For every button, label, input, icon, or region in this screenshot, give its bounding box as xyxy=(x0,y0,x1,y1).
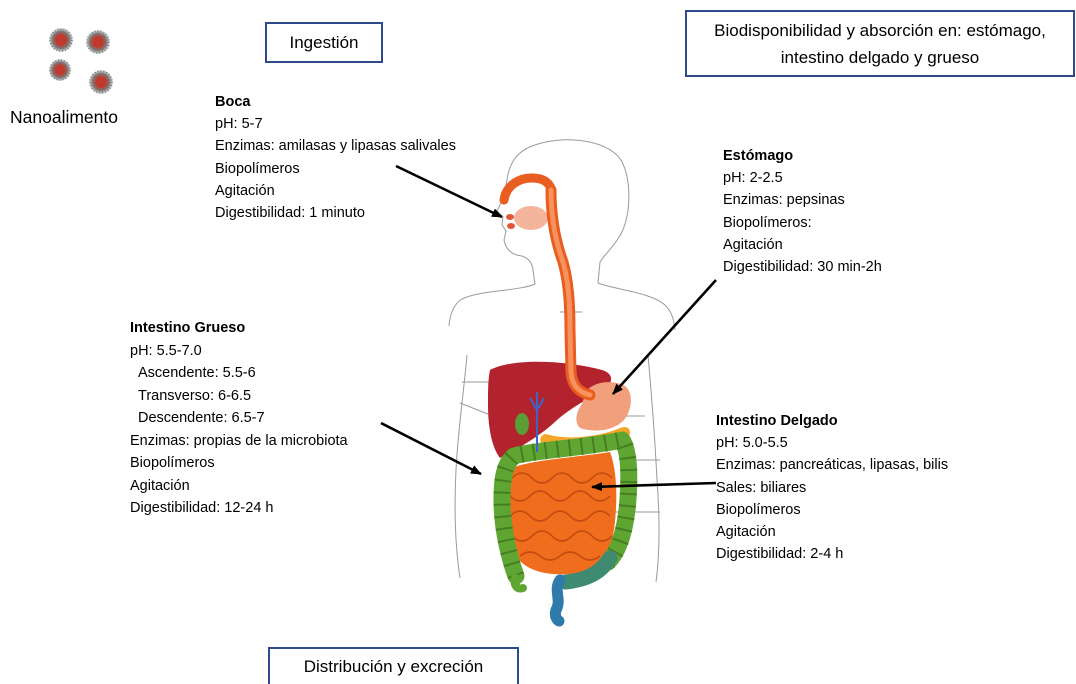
estomago-info: Estómago pH: 2-2.5 Enzimas: pepsinas Bio… xyxy=(723,145,882,278)
intestino-grueso-info: Intestino Grueso pH: 5.5-7.0 Ascendente:… xyxy=(130,317,348,520)
face-profile xyxy=(449,146,535,326)
intestino-delgado-line: Enzimas: pancreáticas, lipasas, bilis xyxy=(716,454,948,476)
intestino-grueso-line: Biopolímeros xyxy=(130,452,348,475)
estomago-line: Biopolímeros: xyxy=(723,212,882,234)
arrow-estomago xyxy=(613,280,716,394)
rectum xyxy=(555,580,560,621)
absorption-box: Biodisponibilidad y absorción en: estóma… xyxy=(685,10,1075,77)
absorption-box-line: Biodisponibilidad y absorción en: estóma… xyxy=(687,17,1073,44)
distribution-box-label: Distribución y excreción xyxy=(304,657,484,676)
intestino-grueso-line: Transverso: 6-6.5 xyxy=(130,385,348,408)
gallbladder xyxy=(515,413,529,435)
estomago-line: Enzimas: pepsinas xyxy=(723,189,882,211)
intestino-grueso-line: Agitación xyxy=(130,475,348,498)
boca-title: Boca xyxy=(215,91,456,113)
nanoparticle xyxy=(86,30,110,54)
intestino-delgado-line: Agitación xyxy=(716,521,948,543)
oral-cavity xyxy=(514,206,548,230)
intestino-grueso-title: Intestino Grueso xyxy=(130,317,348,340)
boca-line: pH: 5-7 xyxy=(215,113,456,135)
arrow-intestino-grueso xyxy=(381,423,481,474)
intestino-delgado-line: Biopolímeros xyxy=(716,499,948,521)
estomago-title: Estómago xyxy=(723,145,882,167)
intestino-grueso-line: Ascendente: 5.5-6 xyxy=(130,362,348,385)
nanoparticle xyxy=(49,28,73,52)
boca-line: Enzimas: amilasas y lipasas salivales xyxy=(215,135,456,157)
estomago-line: pH: 2-2.5 xyxy=(723,167,882,189)
boca-line: Digestibilidad: 1 minuto xyxy=(215,202,456,224)
boca-line: Biopolímeros xyxy=(215,158,456,180)
boca-line: Agitación xyxy=(215,180,456,202)
intestino-grueso-line: Descendente: 6.5-7 xyxy=(130,407,348,430)
boca-info: Boca pH: 5-7 Enzimas: amilasas y lipasas… xyxy=(215,91,456,224)
intestino-delgado-line: pH: 5.0-5.5 xyxy=(716,432,948,454)
intestino-delgado-line: Sales: biliares xyxy=(716,477,948,499)
nanoparticle-cluster xyxy=(49,28,113,94)
ingestion-box: Ingestión xyxy=(265,22,383,63)
estomago-line: Digestibilidad: 30 min-2h xyxy=(723,256,882,278)
intestino-delgado-info: Intestino Delgado pH: 5.0-5.5 Enzimas: p… xyxy=(716,410,948,565)
intestino-delgado-line: Digestibilidad: 2-4 h xyxy=(716,543,948,565)
distribution-box: Distribución y excreción xyxy=(268,647,519,684)
intestino-grueso-line: pH: 5.5-7.0 xyxy=(130,340,348,363)
small-intestine-body xyxy=(508,452,616,574)
nasal-cavity xyxy=(504,178,552,200)
lower-lip xyxy=(507,223,515,229)
nanoparticle xyxy=(49,59,71,81)
nanoparticle xyxy=(89,70,113,94)
intestino-delgado-title: Intestino Delgado xyxy=(716,410,948,432)
ingestion-box-label: Ingestión xyxy=(290,33,359,52)
small-intestine xyxy=(508,452,616,574)
upper-lip xyxy=(506,214,514,220)
torso-right-outline xyxy=(648,355,659,582)
intestino-grueso-line: Digestibilidad: 12-24 h xyxy=(130,497,348,520)
intestino-grueso-line: Enzimas: propias de la microbiota xyxy=(130,430,348,453)
absorption-box-line: intestino delgado y grueso xyxy=(687,44,1073,71)
nanoparticle-label: Nanoalimento xyxy=(10,106,118,128)
estomago-line: Agitación xyxy=(723,234,882,256)
